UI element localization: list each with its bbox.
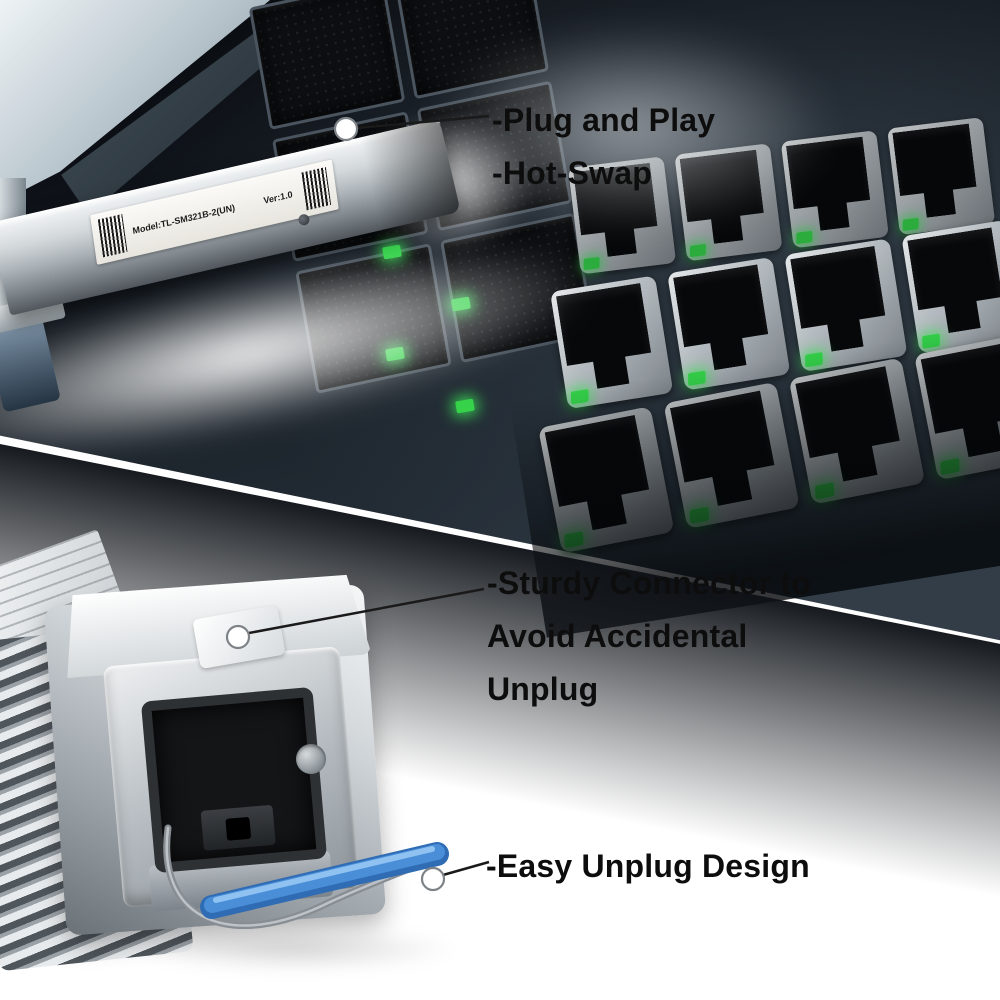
annotation-line: -Hot-Swap <box>492 155 653 191</box>
rj45-port <box>887 117 996 236</box>
port-led <box>689 243 706 258</box>
rj45-jack <box>790 246 890 356</box>
rj45-jack <box>673 264 773 374</box>
module-model-text: Model:TL-SM321B-2(UN) <box>131 201 236 236</box>
closeup-module-socket <box>140 686 328 874</box>
rj45-jack <box>907 227 1000 337</box>
callout-dot-easy-unplug <box>420 866 446 892</box>
annotation-plug-play: -Plug and Play -Hot-Swap <box>492 94 715 200</box>
barcode <box>97 213 128 258</box>
sfp-cage <box>248 0 405 131</box>
callout-line-easy-unplug <box>442 860 490 877</box>
socket-opening <box>225 816 252 841</box>
module-version-text: Ver:1.0 <box>262 188 294 206</box>
annotation-line: -Plug and Play <box>492 102 716 138</box>
annotation-sturdy-connector: -Sturdy Connector to Avoid Accidental Un… <box>487 557 811 716</box>
annotation-line: -Sturdy Connector to <box>487 565 811 601</box>
port-led <box>796 230 813 245</box>
annotation-line: -Easy Unplug Design <box>486 848 810 884</box>
annotation-line: Unplug <box>487 671 599 707</box>
annotation-easy-unplug: -Easy Unplug Design <box>486 840 810 893</box>
barcode <box>301 166 332 211</box>
closeup-module-screw <box>296 744 326 774</box>
annotation-line: Avoid Accidental <box>487 618 748 654</box>
rj45-jack <box>892 124 979 221</box>
light-beam <box>430 28 830 228</box>
port-led <box>902 217 919 232</box>
